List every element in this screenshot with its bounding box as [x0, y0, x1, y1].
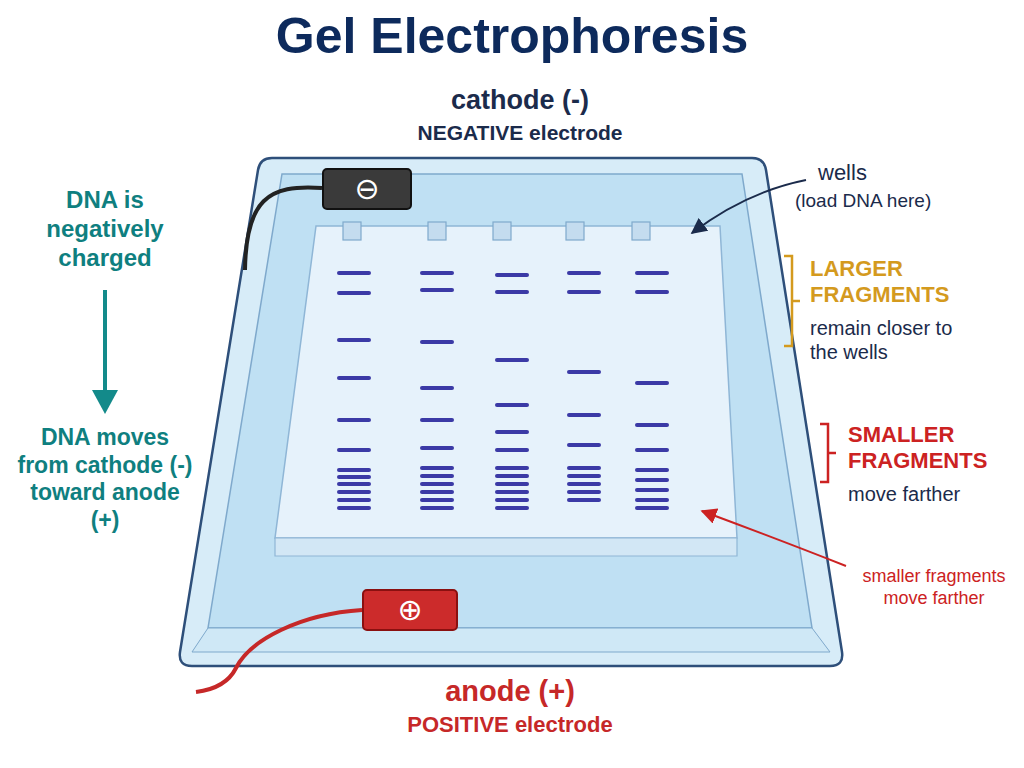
dna-band	[635, 290, 669, 294]
well	[428, 222, 446, 240]
dna-band	[420, 418, 454, 422]
dna-band	[420, 506, 454, 510]
dna-band	[567, 474, 601, 478]
dna-band	[420, 466, 454, 470]
dna-band	[337, 482, 371, 486]
dna-band	[337, 498, 371, 502]
wells	[343, 222, 650, 240]
dna-bands	[337, 271, 669, 510]
dna-band	[495, 430, 529, 434]
dna-band	[635, 506, 669, 510]
dna-band	[567, 271, 601, 275]
electrode-note: POSITIVE electrode	[350, 712, 670, 738]
size-heading: LARGER FRAGMENTS	[810, 256, 980, 309]
dna-band	[635, 423, 669, 427]
dna-band	[420, 340, 454, 344]
dna-band	[495, 506, 529, 510]
dna-band	[567, 443, 601, 447]
dna-band	[420, 490, 454, 494]
size-note: move farther	[848, 482, 1008, 506]
dna-band	[567, 413, 601, 417]
well	[566, 222, 584, 240]
dna-band	[337, 448, 371, 452]
tray-front-wall	[192, 628, 830, 652]
electrode-name: cathode (-)	[360, 84, 680, 116]
cathode-wire	[245, 187, 322, 270]
dna-band	[635, 478, 669, 482]
flow-note: DNA moves from cathode (-) toward anode …	[15, 424, 195, 534]
well	[343, 222, 361, 240]
dna-band	[495, 498, 529, 502]
dna-band	[420, 446, 454, 450]
dna-band	[567, 490, 601, 494]
dna-band	[420, 386, 454, 390]
well	[493, 222, 511, 240]
dna-band	[635, 498, 669, 502]
dna-band	[337, 475, 371, 479]
electrode-symbol: ⊕	[397, 595, 422, 625]
dna-band	[495, 403, 529, 407]
dna-band	[567, 498, 601, 502]
dna-band	[495, 490, 529, 494]
size-note: remain closer to the wells	[810, 316, 980, 364]
gel-slab	[275, 226, 737, 538]
dna-band	[495, 448, 529, 452]
dna-band	[567, 482, 601, 486]
dna-band	[635, 271, 669, 275]
charge-note: DNA is negatively charged	[17, 186, 193, 272]
well	[632, 222, 650, 240]
wells-leader	[692, 180, 806, 233]
dna-band	[420, 482, 454, 486]
dna-band	[635, 468, 669, 472]
dna-band	[495, 358, 529, 362]
dna-band	[420, 288, 454, 292]
dna-band	[567, 370, 601, 374]
dna-band	[495, 290, 529, 294]
dna-band	[420, 271, 454, 275]
dna-band	[635, 448, 669, 452]
flow-arrowhead	[92, 390, 118, 414]
tray-outer	[180, 158, 843, 666]
dna-band	[567, 466, 601, 470]
dna-band	[337, 490, 371, 494]
dna-band	[420, 498, 454, 502]
tray-liquid	[208, 174, 812, 628]
cathode-electrode: ⊖	[322, 168, 412, 210]
callout-label: wells	[818, 160, 968, 186]
dna-band	[420, 474, 454, 478]
dna-band	[337, 376, 371, 380]
electrode-symbol: ⊖	[354, 174, 379, 204]
dna-band	[337, 271, 371, 275]
dna-band	[495, 482, 529, 486]
dna-band	[337, 468, 371, 472]
anode-electrode: ⊕	[362, 589, 458, 631]
electrode-note: NEGATIVE electrode	[360, 120, 680, 145]
dna-band	[567, 290, 601, 294]
callout-note: (load DNA here)	[795, 190, 1005, 213]
dna-band	[495, 474, 529, 478]
dna-band	[337, 291, 371, 295]
dna-band	[635, 488, 669, 492]
callout-note: smaller fragments move farther	[851, 566, 1017, 609]
anode-wire	[196, 610, 362, 692]
gel-front-face	[275, 538, 737, 556]
dna-band	[337, 506, 371, 510]
dna-band	[337, 338, 371, 342]
flow-arrow	[103, 290, 107, 392]
smaller-leader	[702, 511, 846, 566]
larger-bracket	[784, 256, 800, 346]
title: Gel Electrophoresis	[0, 6, 1024, 66]
size-heading: SMALLER FRAGMENTS	[848, 422, 1008, 475]
dna-band	[495, 466, 529, 470]
smaller-bracket	[820, 424, 836, 482]
dna-band	[337, 418, 371, 422]
dna-band	[495, 273, 529, 277]
dna-band	[635, 381, 669, 385]
electrode-name: anode (+)	[350, 674, 670, 709]
